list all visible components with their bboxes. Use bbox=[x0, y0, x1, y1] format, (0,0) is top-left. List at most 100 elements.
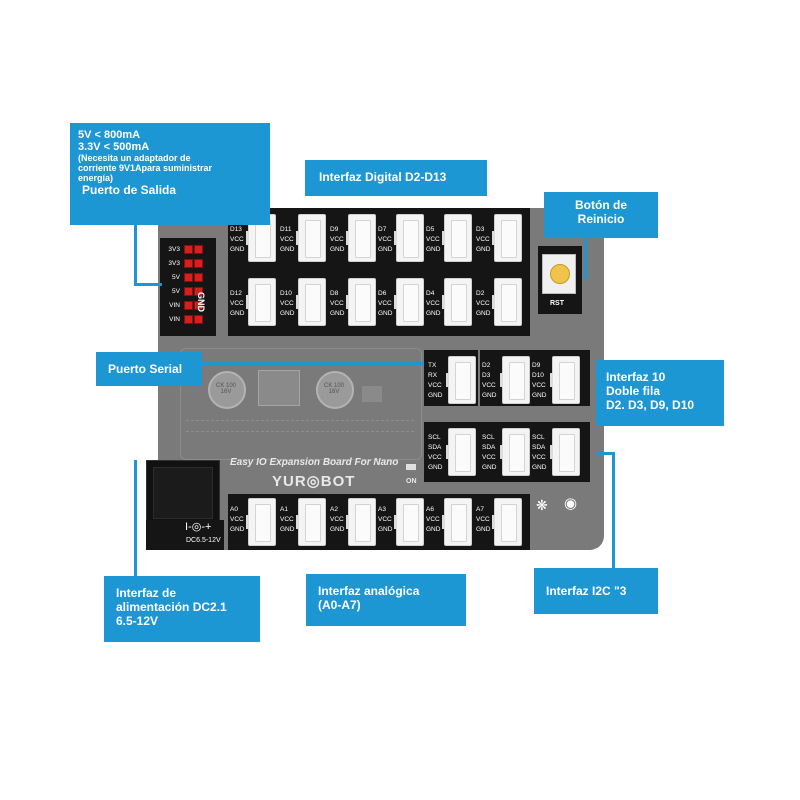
grove-connector bbox=[550, 356, 580, 404]
capacitor-1-label: CK 100 16V bbox=[215, 383, 236, 395]
vcc-label: VCC bbox=[330, 300, 344, 307]
grove-connector bbox=[246, 278, 276, 326]
analog-callout: Interfaz analógica (A0-A7) bbox=[306, 574, 466, 626]
analog-pin-label: A6 bbox=[426, 506, 434, 513]
digital-pin-label: D11 bbox=[280, 226, 292, 233]
vcc-label: VCC bbox=[476, 516, 490, 523]
i2c-callout: Interfaz I2C "3 bbox=[534, 568, 658, 614]
grove-connector bbox=[442, 498, 472, 546]
digital-pin-label: D4 bbox=[426, 290, 435, 297]
double-row-pin-label: VCC bbox=[482, 382, 496, 389]
i2c-pin-label: VCC bbox=[532, 454, 546, 461]
i2c-pin-label: SCL bbox=[482, 434, 495, 441]
power-pin bbox=[194, 245, 203, 254]
power-pin-label: VIN bbox=[169, 302, 180, 309]
board-brand: YUR◎BOT bbox=[272, 473, 356, 490]
power-pin-label: VIN bbox=[169, 316, 180, 323]
power-output-callout: 5V < 800mA 3.3V < 500mA (Necesita un ada… bbox=[70, 123, 270, 225]
i2c-pin-label: SDA bbox=[532, 444, 546, 451]
power-input-line-1: Interfaz de bbox=[116, 586, 177, 600]
grove-connector bbox=[296, 498, 326, 546]
power-pin bbox=[184, 301, 193, 310]
capacitor-2 bbox=[316, 371, 354, 409]
gnd-label: GND bbox=[280, 310, 295, 317]
power-input-line-3: 6.5-12V bbox=[116, 614, 159, 628]
vcc-label: VCC bbox=[230, 236, 244, 243]
power-output-line-5: energía) bbox=[78, 173, 114, 183]
grove-connector bbox=[346, 214, 376, 262]
grove-connector bbox=[500, 428, 530, 476]
power-pin-label: 5V bbox=[172, 288, 180, 295]
digital-pin-label: D8 bbox=[330, 290, 339, 297]
gnd-label: GND bbox=[196, 292, 206, 312]
puzzle-icon: ❋ bbox=[536, 497, 548, 513]
grove-connector bbox=[446, 356, 476, 404]
gnd-label: GND bbox=[426, 526, 441, 533]
analog-pin-label: A0 bbox=[230, 506, 238, 513]
gnd-label: GND bbox=[426, 310, 441, 317]
vcc-label: VCC bbox=[330, 236, 344, 243]
power-pin-label: 5V bbox=[172, 274, 180, 281]
serial-leader bbox=[202, 362, 424, 365]
double-row-pin-label: D9 bbox=[532, 362, 541, 369]
i2c-pin-label: SCL bbox=[532, 434, 545, 441]
capacitor-1 bbox=[208, 371, 246, 409]
nano-socket-area bbox=[180, 348, 422, 460]
grove-connector bbox=[246, 214, 276, 262]
serial-pin-label: TX bbox=[428, 362, 437, 369]
reset-leader bbox=[584, 238, 587, 280]
grove-connector bbox=[296, 214, 326, 262]
regulator-chip bbox=[258, 370, 300, 406]
power-pin bbox=[184, 259, 193, 268]
i2c-pin-label: SCL bbox=[428, 434, 441, 441]
vcc-label: VCC bbox=[230, 300, 244, 307]
power-pin bbox=[184, 287, 193, 296]
digital-pin-label: D2 bbox=[476, 290, 485, 297]
double-row-callout: Interfaz 10 Doble fila D2. D3, D9, D10 bbox=[596, 360, 724, 426]
i2c-callout-text: Interfaz I2C "3 bbox=[546, 584, 627, 598]
power-input-callout: Interfaz de alimentación DC2.1 6.5-12V bbox=[104, 576, 260, 642]
double-row-pin-label: D2 bbox=[482, 362, 491, 369]
analog-callout-line-1: Interfaz analógica bbox=[318, 584, 420, 598]
digital-pin-label: D3 bbox=[476, 226, 485, 233]
capacitor-2-label: CK 100 16V bbox=[323, 383, 344, 395]
serial-pin-label: GND bbox=[428, 392, 443, 399]
grove-connector bbox=[394, 214, 424, 262]
grove-connector bbox=[500, 356, 530, 404]
vcc-label: VCC bbox=[476, 300, 490, 307]
analog-callout-line-2: (A0-A7) bbox=[318, 598, 361, 612]
gnd-label: GND bbox=[476, 310, 491, 317]
reset-callout-line-2: Reinicio bbox=[577, 212, 625, 226]
power-pin-label: 3V3 bbox=[168, 246, 180, 253]
serial-pin-label: VCC bbox=[428, 382, 442, 389]
small-transistor bbox=[362, 386, 382, 402]
dc-power-jack bbox=[146, 460, 220, 526]
gnd-label: GND bbox=[280, 246, 295, 253]
grove-connector bbox=[446, 428, 476, 476]
analog-pin-label: A2 bbox=[330, 506, 338, 513]
gnd-label: GND bbox=[230, 310, 245, 317]
dc-rating-label: DC6.5-12V bbox=[186, 537, 221, 544]
grove-connector bbox=[296, 278, 326, 326]
power-led-label: ON bbox=[406, 478, 417, 485]
vcc-label: VCC bbox=[280, 236, 294, 243]
i2c-leader-v bbox=[612, 452, 615, 568]
reset-button-cap[interactable] bbox=[550, 264, 570, 284]
power-pin bbox=[194, 259, 203, 268]
power-pin bbox=[194, 301, 203, 310]
double-row-pin-label: D10 bbox=[532, 372, 544, 379]
vcc-label: VCC bbox=[426, 236, 440, 243]
reset-button[interactable] bbox=[542, 254, 576, 294]
vcc-label: VCC bbox=[426, 300, 440, 307]
board-title: Easy IO Expansion Board For Nano bbox=[230, 457, 399, 468]
i2c-pin-label: GND bbox=[428, 464, 443, 471]
vcc-label: VCC bbox=[378, 300, 392, 307]
grove-connector bbox=[442, 214, 472, 262]
power-output-line-1: 5V < 800mA bbox=[78, 129, 141, 141]
gnd-label: GND bbox=[230, 526, 245, 533]
vcc-label: VCC bbox=[476, 236, 490, 243]
serial-pin-label: RX bbox=[428, 372, 438, 379]
gnd-label: GND bbox=[476, 526, 491, 533]
gnd-label: GND bbox=[330, 246, 345, 253]
grove-connector bbox=[246, 498, 276, 546]
